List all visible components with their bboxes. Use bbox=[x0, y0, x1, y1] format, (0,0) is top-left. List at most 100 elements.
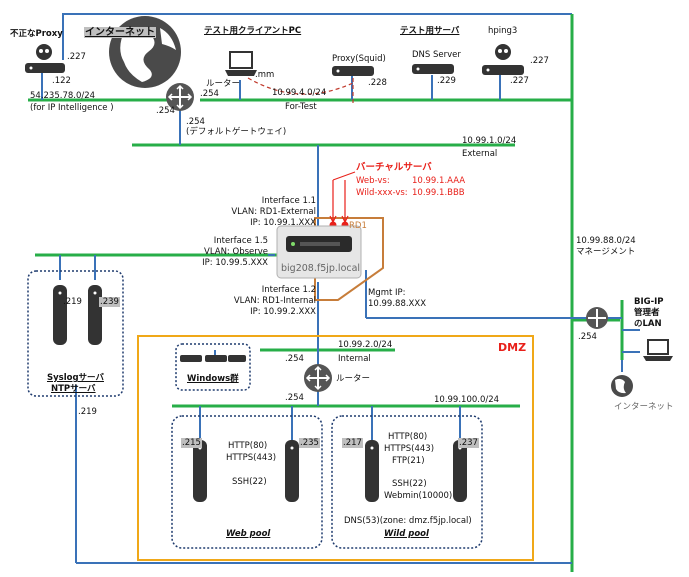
if-external-line1: Interface 1.1 bbox=[261, 196, 316, 206]
bigip-appliance-icon[interactable] bbox=[276, 225, 362, 279]
rd1-label: RD1 bbox=[349, 221, 367, 231]
web-pool-ip-left: .215 bbox=[181, 438, 202, 448]
web-pool-server-2-icon[interactable] bbox=[285, 440, 299, 502]
fortest-path bbox=[247, 77, 356, 95]
windows-group bbox=[175, 343, 251, 391]
test-client-ip: .mm bbox=[255, 70, 275, 80]
wild-pool-server-1-icon[interactable] bbox=[365, 440, 379, 502]
web-service-1: HTTP(80) bbox=[228, 441, 268, 451]
internet-label: インターネット bbox=[84, 27, 156, 38]
test-client-laptop-icon[interactable] bbox=[225, 51, 257, 76]
proxy-squid-ip: .228 bbox=[368, 78, 387, 88]
windows-label: Windows群 bbox=[187, 374, 239, 384]
if-observe-line3: IP: 10.99.5.XXX bbox=[202, 258, 268, 268]
web-service-2: HTTPS(443) bbox=[226, 453, 277, 463]
admin-laptop-icon[interactable] bbox=[643, 339, 673, 361]
hping3-label: hping3 bbox=[488, 26, 518, 36]
public-network-cidr: 54.235.78.0/24 bbox=[30, 91, 96, 101]
hping3-server-icon[interactable] bbox=[482, 44, 524, 75]
bigip-hostname: big208.f5jp.local bbox=[281, 263, 361, 274]
mgmt-router-ip: .254 bbox=[578, 332, 597, 342]
proxy-squid-server-icon[interactable] bbox=[332, 66, 374, 76]
syslog-ip1: .219 bbox=[63, 297, 82, 307]
hping3-ip-right: .227 bbox=[530, 56, 549, 66]
wild-pool-ip-left: .217 bbox=[342, 438, 363, 448]
web-service-4: SSH(22) bbox=[232, 477, 267, 487]
vs-wild-name: Wild-xxx-vs: bbox=[356, 188, 408, 198]
proxy-squid-label: Proxy(Squid) bbox=[332, 54, 386, 64]
rogue-proxy-ip-bottom: .122 bbox=[52, 76, 71, 86]
mgmt-ip-value: 10.99.88.XXX bbox=[368, 299, 427, 309]
windows-servers-icon[interactable] bbox=[180, 355, 246, 362]
syslog-ip2: .239 bbox=[99, 297, 120, 307]
rogue-proxy-ip-top: .227 bbox=[67, 52, 86, 62]
internet-globe-small-icon bbox=[611, 375, 633, 397]
public-network-note: (for IP Intelligence ) bbox=[30, 103, 114, 113]
external-network-cidr: 10.99.1.0/24 bbox=[462, 136, 517, 146]
internet-small-label: インターネット bbox=[614, 402, 674, 412]
syslog-ip-bottom: .219 bbox=[78, 407, 97, 417]
web-pool-ip-right: .235 bbox=[299, 438, 320, 448]
web-pool-group bbox=[171, 415, 323, 549]
if-external-line2: VLAN: RD1-External bbox=[231, 207, 316, 217]
fortest-network-cidr: 10.99.4.0/24 bbox=[272, 88, 327, 98]
wild-service-2: HTTPS(443) bbox=[384, 444, 435, 454]
syslog-server-1-icon[interactable] bbox=[53, 285, 67, 345]
wild-service-6: Webmin(10000) bbox=[384, 491, 453, 501]
mgmt-ip-label: Mgmt IP: bbox=[368, 288, 406, 298]
internal-network-label: Internal bbox=[338, 354, 371, 364]
dns-server-icon[interactable] bbox=[412, 64, 454, 74]
external-network-label: External bbox=[462, 149, 498, 159]
dmz-label: DMZ bbox=[498, 341, 527, 354]
syslog-label1: Syslogサーバ bbox=[47, 373, 104, 383]
syslog-label2: NTPサーバ bbox=[51, 384, 96, 394]
mgmt-network-cidr: 10.99.88.0/24 bbox=[576, 236, 636, 246]
wild-pool-group bbox=[331, 415, 483, 549]
wild-network-cidr: 10.99.100.0/24 bbox=[434, 395, 500, 405]
router-dmz-ip-bottom: .254 bbox=[285, 393, 304, 403]
if-internal-line2: VLAN: RD1-Internal bbox=[233, 296, 316, 306]
router-top-ip-left: .254 bbox=[156, 106, 175, 116]
router-top-label: ルーター bbox=[206, 79, 241, 89]
rogue-proxy-label: 不正なProxy bbox=[10, 29, 63, 39]
test-server-label: テスト用サーバ bbox=[400, 26, 460, 36]
default-gw-ip: .254 bbox=[186, 117, 205, 127]
syslog-group bbox=[27, 270, 124, 397]
if-observe-line2: VLAN: Observe bbox=[204, 247, 268, 257]
dns-server-ip: .229 bbox=[437, 76, 456, 86]
rd1-outline bbox=[314, 217, 384, 301]
if-observe-line1: Interface 1.5 bbox=[213, 236, 268, 246]
router-top-icon[interactable] bbox=[166, 83, 194, 111]
wild-service-1: HTTP(80) bbox=[388, 432, 428, 442]
fortest-network-label: For-Test bbox=[285, 102, 317, 112]
bigip-admin-line3: のLAN bbox=[634, 319, 662, 329]
if-internal-line1: Interface 1.2 bbox=[261, 285, 316, 295]
dns-server-label: DNS Server bbox=[412, 50, 461, 60]
internal-network-cidr: 10.99.2.0/24 bbox=[338, 340, 393, 350]
router-dmz-icon[interactable] bbox=[304, 364, 332, 392]
web-pool-label: Web pool bbox=[226, 529, 271, 539]
wild-pool-ip-right: .237 bbox=[458, 438, 479, 448]
router-mgmt-icon[interactable] bbox=[586, 307, 608, 329]
wild-pool-dns: DNS(53)(zone: dmz.f5jp.local) bbox=[344, 516, 472, 526]
dmz-zone bbox=[137, 335, 534, 561]
virtual-server-title: バーチャルサーバ bbox=[356, 162, 432, 173]
wild-pool-server-2-icon[interactable] bbox=[453, 440, 467, 502]
hping3-ip-bottom: .227 bbox=[510, 76, 529, 86]
syslog-server-2-icon[interactable] bbox=[88, 285, 102, 345]
router-dmz-ip-top: .254 bbox=[285, 354, 304, 364]
web-pool-server-1-icon[interactable] bbox=[193, 440, 207, 502]
vs-wild-ip: 10.99.1.BBB bbox=[412, 188, 465, 198]
test-client-label: テスト用クライアントPC bbox=[204, 26, 302, 36]
router-dmz-label: ルーター bbox=[336, 374, 371, 384]
rogue-proxy-server-icon[interactable] bbox=[25, 44, 65, 73]
bigip-admin-line1: BIG-IP bbox=[634, 297, 664, 307]
if-external-line3: IP: 10.99.1.XXX bbox=[250, 218, 316, 228]
router-top-ip-right: .254 bbox=[200, 89, 219, 99]
wild-service-3: FTP(21) bbox=[392, 456, 425, 466]
vs-web-ip: 10.99.1.AAA bbox=[412, 176, 466, 186]
outer-link bbox=[62, 13, 572, 60]
vs-web-name: Web-vs: bbox=[356, 176, 390, 186]
wild-service-5: SSH(22) bbox=[392, 479, 427, 489]
